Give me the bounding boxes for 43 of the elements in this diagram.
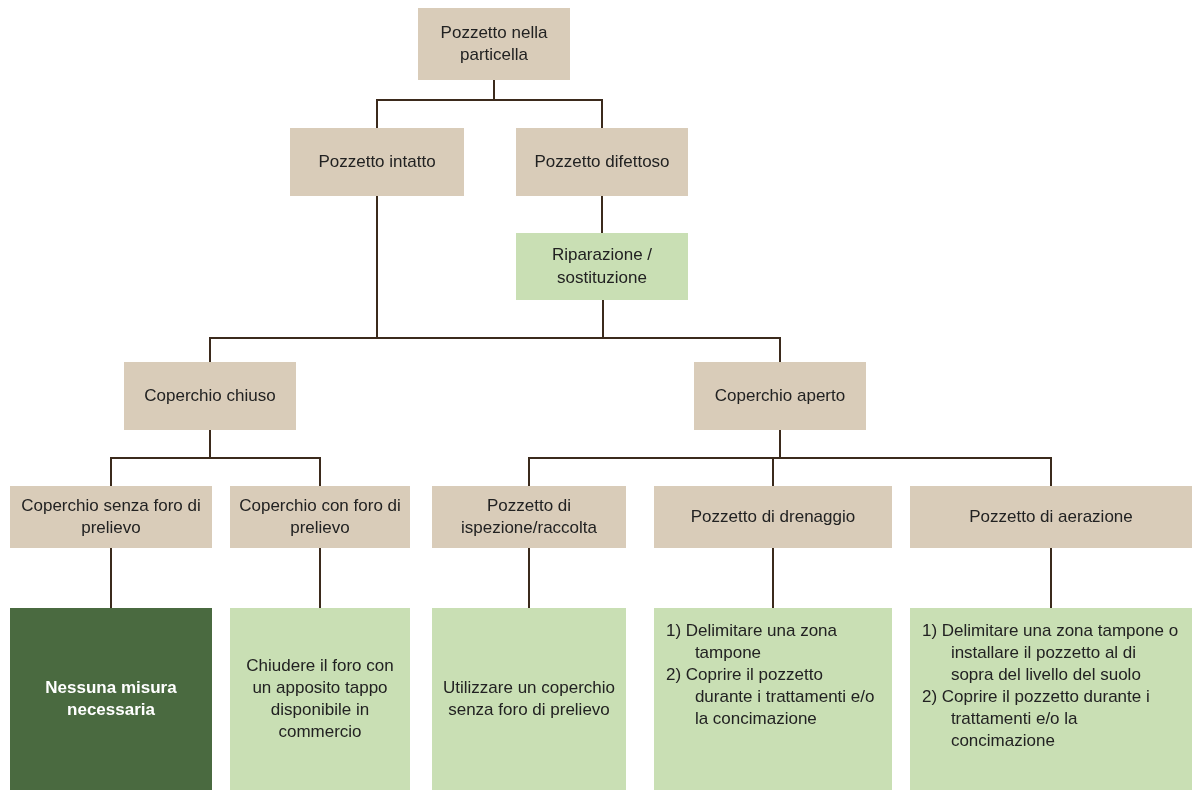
category-box (124, 362, 296, 430)
connector-line (601, 195, 603, 234)
node-label: Chiudere il foro con un apposito tappo disponibile in commercio (245, 654, 395, 744)
connector-line (772, 547, 774, 609)
node-label: Pozzetto nella particella (439, 21, 549, 66)
node-label: Pozzetto di drenaggio (690, 505, 856, 528)
category-box (694, 362, 866, 430)
category-box (418, 8, 570, 80)
node-label: Coperchio aperto (714, 384, 846, 407)
node-label: Pozzetto di ispezione/raccolta (459, 494, 599, 539)
connector-line (110, 547, 112, 609)
measure-box (230, 608, 410, 790)
node-label: Utilizzare un coperchio senza foro di prelievo (442, 676, 616, 721)
measure-box (910, 608, 1192, 790)
connector-line (209, 429, 321, 487)
category-box (654, 486, 892, 548)
connector-line (1050, 547, 1052, 609)
node-label: Nessuna misura necessaria (44, 676, 178, 721)
measure-box (432, 608, 626, 790)
category-box (516, 128, 688, 196)
node-label: Pozzetto difettoso (534, 150, 670, 173)
category-box (290, 128, 464, 196)
node-label: Pozzetto intatto (318, 150, 436, 173)
list-item: 2) Coprire il pozzetto durante i trattamenti e/o la concimazione (922, 686, 1151, 753)
connector-line (528, 547, 530, 609)
node-label: Coperchio con foro di prelievo (238, 494, 402, 539)
measure-box (654, 608, 892, 790)
node-label: Coperchio chiuso (144, 384, 276, 407)
list-item: 1) Delimitare una zona tampone (666, 620, 839, 665)
category-box (432, 486, 626, 548)
node-label: Riparazione / sostituzione (550, 244, 654, 289)
node-label: Pozzetto di aerazione (969, 505, 1133, 528)
category-box (230, 486, 410, 548)
connector-line (319, 547, 321, 609)
result-box (10, 608, 212, 790)
connector-line (779, 429, 1052, 487)
node-label: Coperchio senza foro di prelievo (20, 494, 202, 539)
list-item: 1) Delimitare una zona tampone o installare il pozzetto al di sopra del livello del suolo (922, 620, 1180, 687)
measure-box (516, 233, 688, 300)
category-box (910, 486, 1192, 548)
list-item: 2) Coprire il pozzetto durante i trattamenti e/o la concimazione (666, 664, 876, 731)
category-box (10, 486, 212, 548)
connector-line (493, 79, 603, 129)
